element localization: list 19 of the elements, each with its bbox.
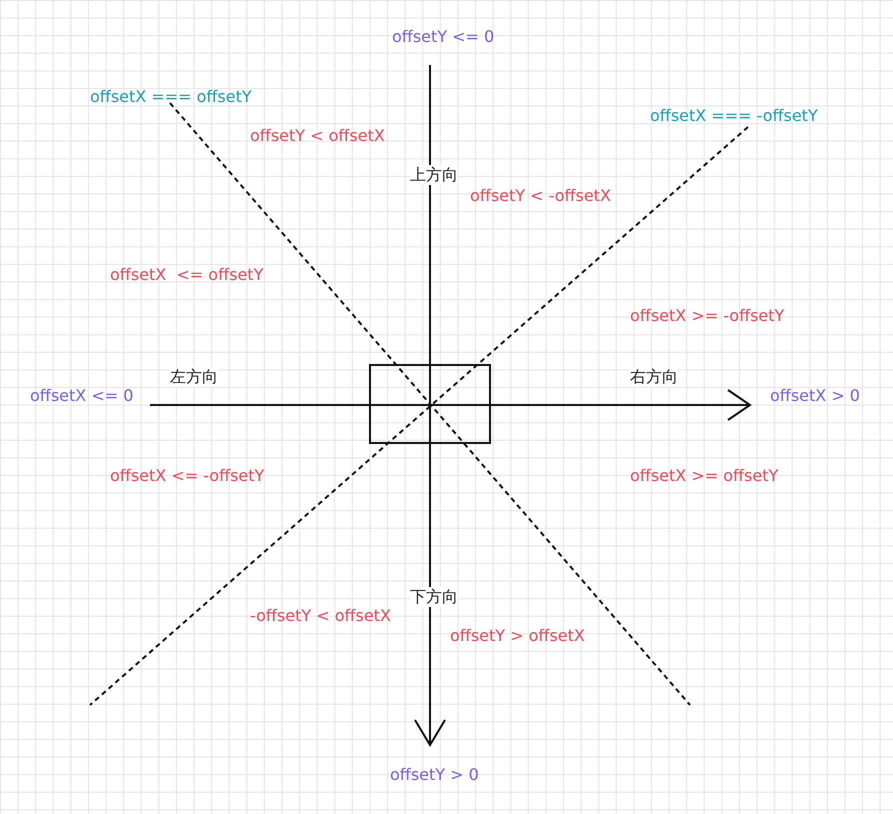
condition-label: offsetX <= -offsetY	[110, 466, 264, 486]
condition-label: offsetY > offsetX	[450, 626, 585, 646]
direction-label: 左方向	[170, 367, 218, 387]
diagonal-line-label: offsetX === -offsetY	[650, 106, 818, 126]
condition-label: offsetY < offsetX	[250, 126, 385, 146]
condition-label: offsetX >= -offsetY	[630, 306, 784, 326]
direction-label: 右方向	[630, 367, 678, 387]
axis-end-label: offsetY <= 0	[392, 27, 494, 47]
center-rectangle	[369, 364, 491, 444]
direction-label: 上方向	[410, 165, 458, 185]
axis-end-label: offsetX <= 0	[30, 386, 134, 406]
axis-end-label: offsetX > 0	[770, 386, 860, 406]
direction-label: 下方向	[410, 587, 458, 607]
diagonal-line-label: offsetX === offsetY	[90, 87, 252, 107]
condition-label: offsetX >= offsetY	[630, 466, 778, 486]
condition-label: -offsetY < offsetX	[250, 606, 391, 626]
condition-label: offsetX <= offsetY	[110, 265, 264, 285]
condition-label: offsetY < -offsetX	[470, 186, 611, 206]
axis-end-label: offsetY > 0	[390, 765, 479, 785]
